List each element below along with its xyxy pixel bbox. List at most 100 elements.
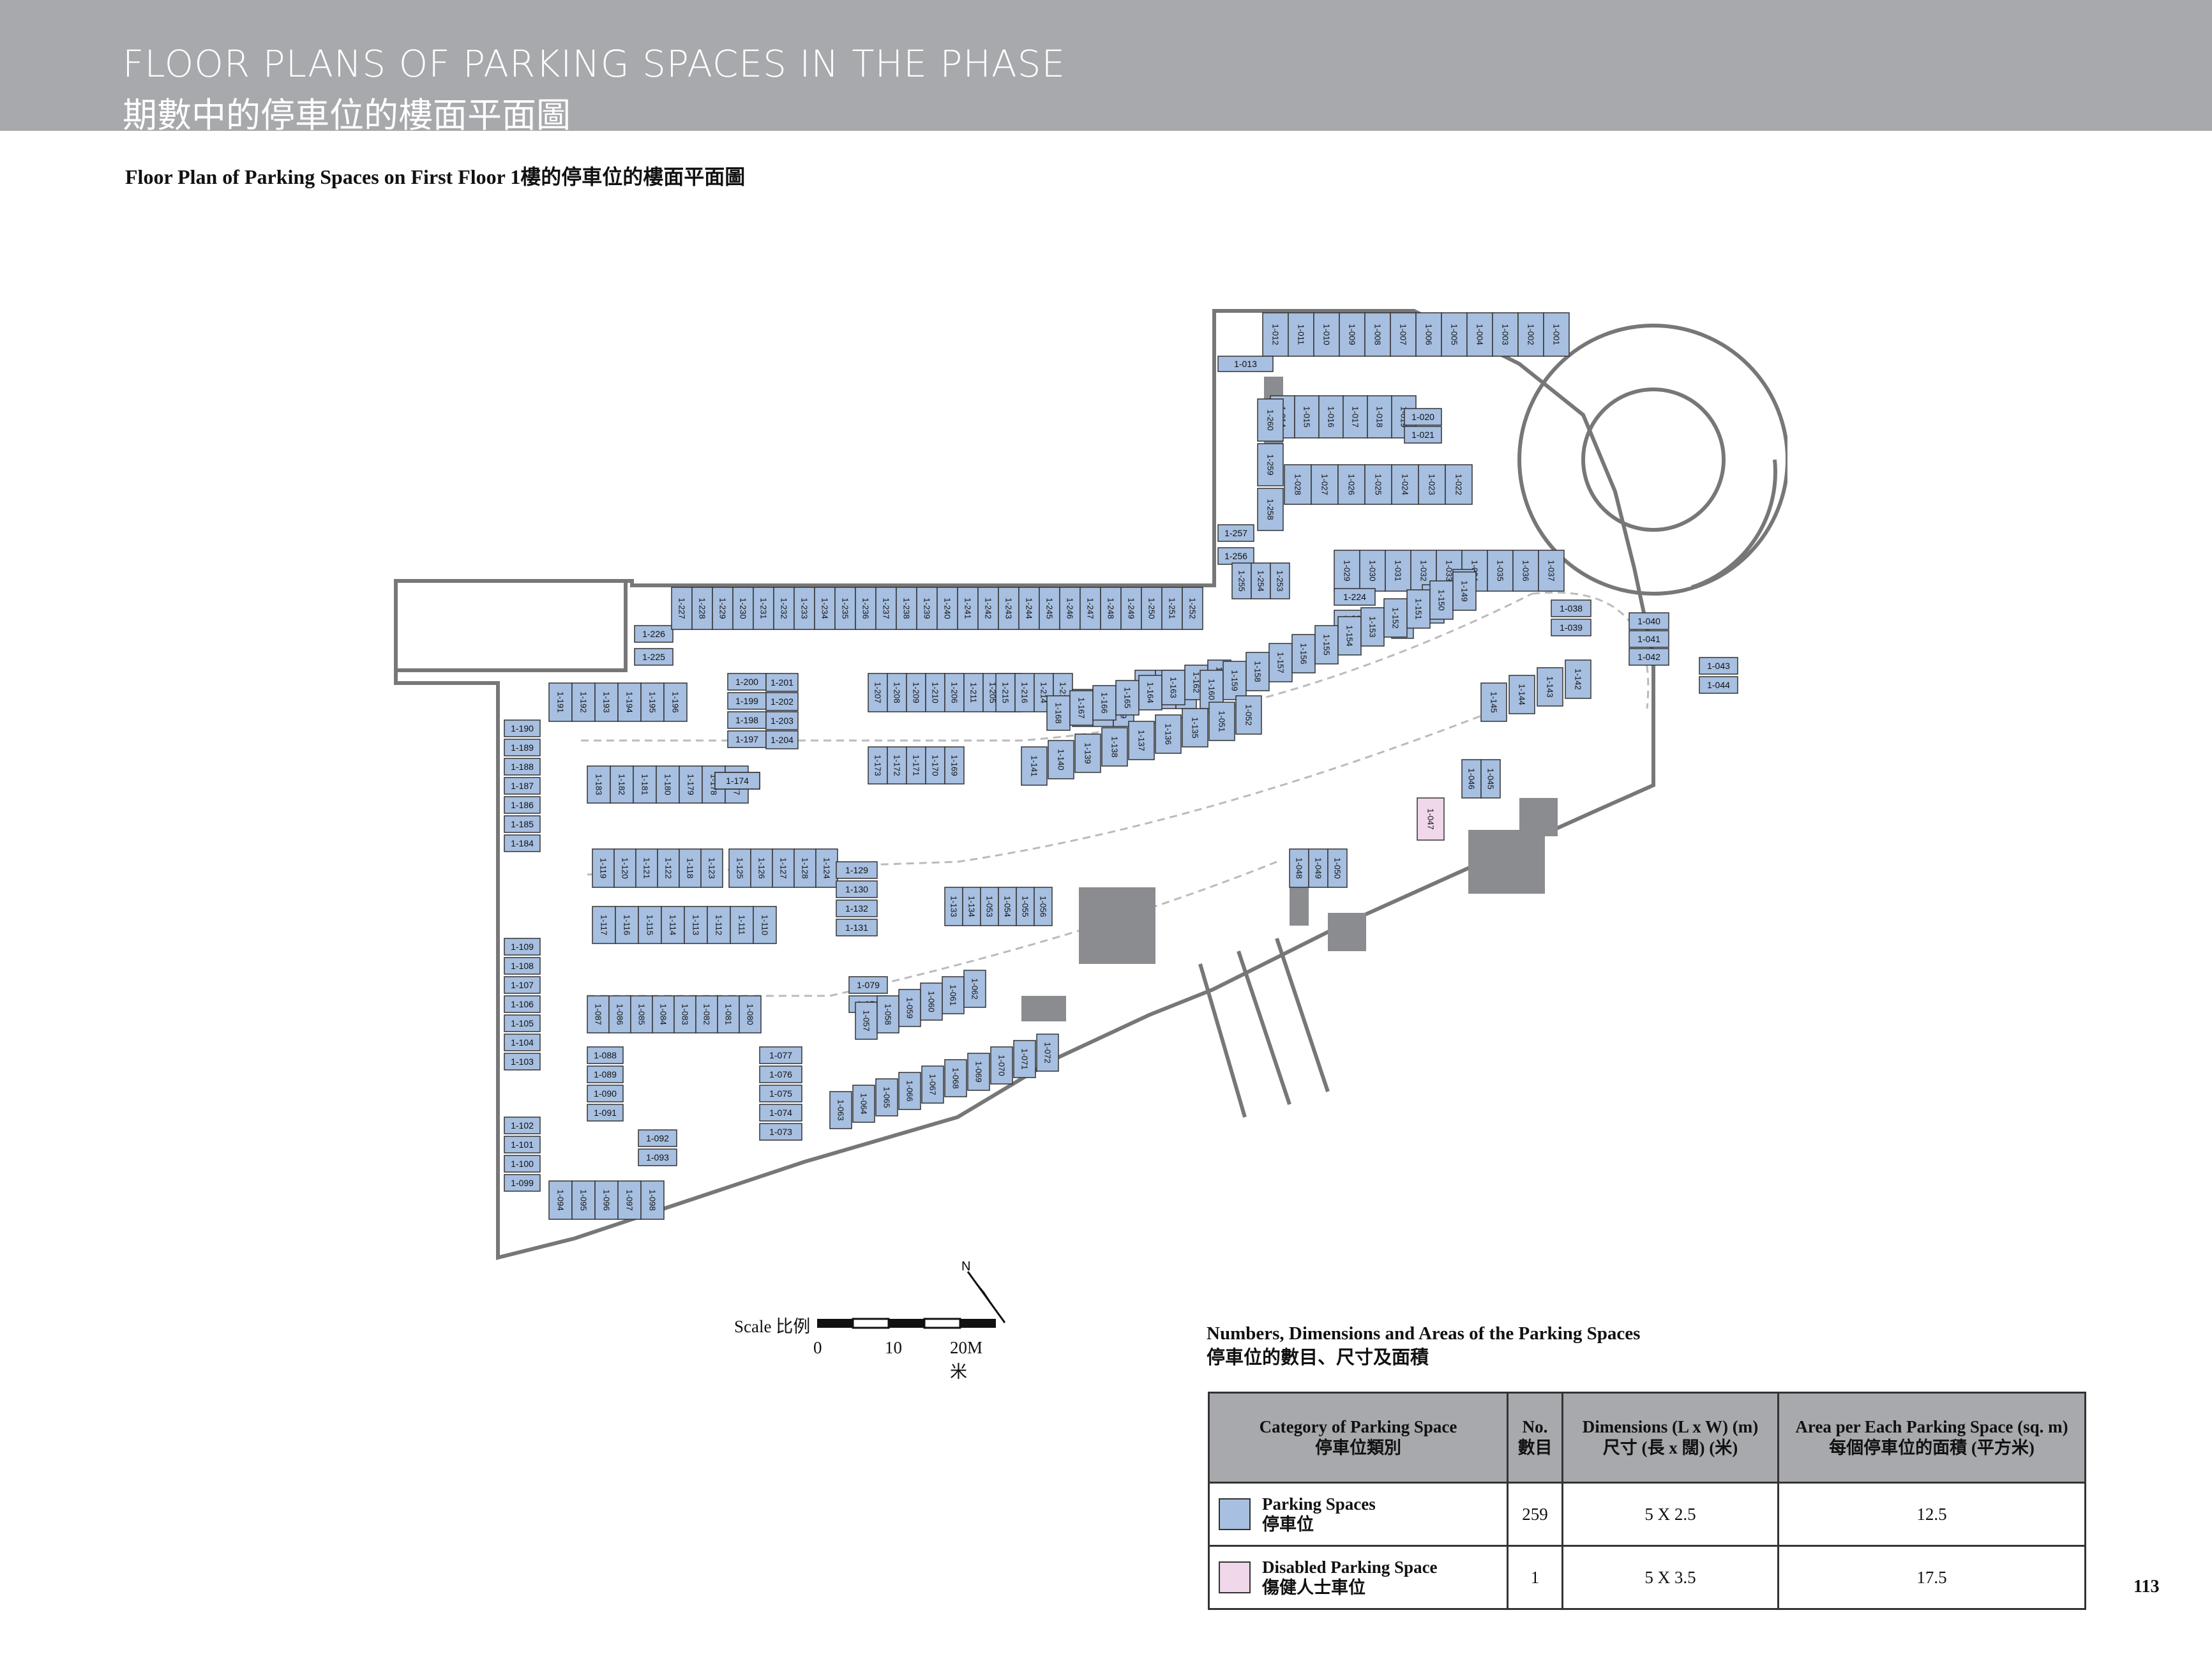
parking-space-row-046: 1-046 <box>1461 759 1482 799</box>
page-title-zh: 期數中的停車位的樓面平面圖 <box>123 95 571 135</box>
parking-space-label: 1-227 <box>677 598 687 619</box>
parking-space-rect <box>1538 550 1565 592</box>
parking-space-label: 1-143 <box>1546 676 1555 697</box>
parking-space-row-063: 1-072 <box>1036 1034 1059 1072</box>
parking-space-top-bay: 1-231 <box>753 587 774 630</box>
parking-space-rect <box>717 995 740 1034</box>
parking-space-rect <box>504 1034 541 1051</box>
parking-space-row-168: 1-163 <box>1161 670 1185 705</box>
parking-space-top-bay: 1-247 <box>1080 587 1101 630</box>
parking-space-row-255: 1-254 <box>1251 562 1271 599</box>
parking-space-rect <box>1268 643 1293 682</box>
parking-space-rect <box>1327 848 1348 888</box>
parking-space-label: 1-006 <box>1424 324 1434 345</box>
parking-space-label: 1-156 <box>1299 643 1309 664</box>
parking-space-rect <box>1270 562 1290 599</box>
parking-space-label: 1-132 <box>845 903 868 913</box>
parking-space-label: 1-012 <box>1271 324 1281 345</box>
parking-space-rect <box>794 848 816 888</box>
parking-space-label: 1-138 <box>1110 736 1120 757</box>
parking-space-label: 1-170 <box>931 755 940 776</box>
parking-space-label: 1-113 <box>691 915 701 935</box>
parking-space-label: 1-197 <box>735 734 758 744</box>
parking-space-row-020: 1-020 <box>1404 408 1442 426</box>
parking-space-top-bay: 1-237 <box>875 587 897 630</box>
parking-space-row-119: 1-120 <box>613 848 636 888</box>
parking-space-left-col: 1-185 <box>504 815 541 833</box>
parking-space-rect <box>1069 690 1094 726</box>
header-number-zh: 數目 <box>1517 1438 1553 1457</box>
parking-space-row-141: 1-138 <box>1101 727 1128 767</box>
parking-space-row-028: 1-026 <box>1337 464 1366 505</box>
parking-space-row-087: 1-087 <box>587 995 610 1034</box>
parking-space-label: 1-130 <box>845 884 868 894</box>
parking-space-rect <box>679 848 702 888</box>
parking-space-rect <box>1048 740 1074 779</box>
parking-space-rect <box>1313 312 1340 357</box>
north-arrow: N <box>959 1259 1010 1332</box>
scale-segment-2 <box>852 1318 890 1329</box>
parking-space-row-133: 1-056 <box>1034 887 1053 926</box>
parking-space-label: 1-244 <box>1025 598 1034 619</box>
parking-space-label: 1-111 <box>737 915 747 935</box>
parking-space-rect <box>504 777 541 795</box>
parking-space-rect <box>759 1065 802 1083</box>
parking-space-row-063: 1-069 <box>967 1053 990 1091</box>
parking-space-rect <box>1235 695 1262 735</box>
parking-space-row-094: 1-094 <box>548 1180 573 1220</box>
scale-graphic <box>817 1318 996 1329</box>
scale-segment-1 <box>817 1319 853 1328</box>
parking-space-label: 1-144 <box>1517 684 1527 705</box>
parking-space-label: 1-099 <box>511 1178 534 1188</box>
scale-segment-5 <box>960 1319 996 1328</box>
parking-space-label: 1-180 <box>663 774 673 795</box>
parking-space-label: 1-214 <box>1039 682 1049 703</box>
category-zh: 傷健人士車位 <box>1262 1578 1366 1597</box>
parking-space-top-bay: 1-241 <box>957 587 979 630</box>
parking-space-rect <box>1537 667 1563 707</box>
parking-space-rect <box>942 976 965 1014</box>
parking-space-rect <box>963 970 986 1008</box>
parking-space-left-col: 1-187 <box>504 777 541 795</box>
parking-space-label: 1-169 <box>950 755 959 776</box>
parking-space-label: 1-105 <box>511 1018 534 1028</box>
parking-space-rect <box>1512 550 1539 592</box>
parking-space-rect <box>1699 676 1738 694</box>
parking-space-label: 1-190 <box>511 723 534 733</box>
parking-space-label: 1-069 <box>974 1061 984 1082</box>
parking-space-label: 1-149 <box>1460 580 1470 601</box>
parking-space-top-bay: 1-235 <box>834 587 856 630</box>
parking-space-row-038: 1-039 <box>1551 619 1591 636</box>
parking-space-label: 1-027 <box>1320 474 1330 495</box>
parking-space-label: 1-250 <box>1147 598 1157 619</box>
parking-space-label: 1-225 <box>642 652 665 662</box>
parking-space-rect <box>1138 675 1162 710</box>
parking-space-rect <box>587 1085 624 1102</box>
parking-space-label: 1-110 <box>760 915 770 935</box>
parking-space-label: 1-117 <box>599 915 609 935</box>
parking-space-rect <box>504 796 541 814</box>
parking-space-label: 1-229 <box>718 598 728 619</box>
parking-space-label: 1-076 <box>769 1069 792 1079</box>
parking-space-label: 1-256 <box>1224 551 1247 561</box>
header-bar: FLOOR PLANS OF PARKING SPACES IN THE PHA… <box>0 0 2212 135</box>
parking-space-label: 1-032 <box>1419 560 1429 581</box>
parking-space-label: 1-210 <box>931 682 940 703</box>
parking-space-rect <box>759 1123 802 1141</box>
parking-space-label: 1-084 <box>659 1004 668 1025</box>
parking-space-rect <box>504 1053 541 1071</box>
parking-space-rect <box>944 746 965 785</box>
parking-space-label: 1-232 <box>779 598 789 619</box>
parking-space-rect <box>1441 312 1468 357</box>
parking-space-top-bay: 1-227 <box>671 587 693 630</box>
header-area: Area per Each Parking Space (sq. m)每個停車位… <box>1777 1392 2086 1484</box>
parking-space-label: 1-007 <box>1399 324 1408 345</box>
parking-space-row-029: 1-036 <box>1512 550 1539 592</box>
parking-space-label: 1-004 <box>1475 324 1485 345</box>
parking-space-label: 1-128 <box>801 857 810 878</box>
parking-space-row-129: 1-130 <box>836 880 878 898</box>
parking-space-rect <box>980 887 999 926</box>
